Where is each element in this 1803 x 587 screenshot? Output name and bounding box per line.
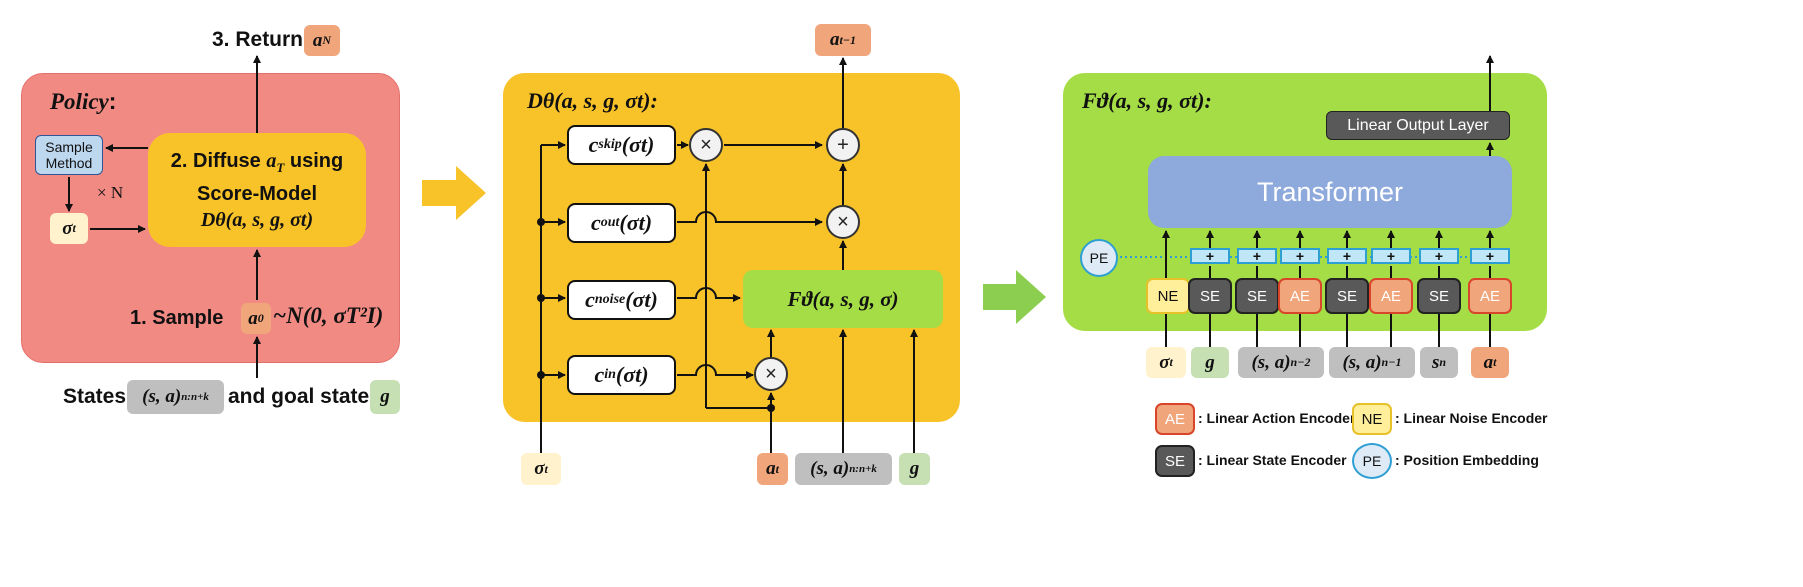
diffuse-box: 2. Diffuse aT using Score-Model Dθ(a, s,… [148,133,366,247]
times-n-label: × N [97,183,124,202]
arrow-to-diffusion [422,166,486,220]
pe-add-2: + [1237,248,1277,264]
pe-add-4: + [1327,248,1367,264]
f-box: Fϑ(a, s, g, σ) [743,270,943,328]
pe-add-3: + [1280,248,1320,264]
sample-distribution: ~N(0, σT²I) [273,303,384,328]
pe-add-5: + [1371,248,1411,264]
diffusion-sa-input: (s, a)n:n+k [795,453,892,485]
legend-ne-tag: NE [1352,403,1392,435]
legend-ae-text: : Linear Action Encoder [1198,410,1356,426]
transformer-block: Transformer [1148,156,1512,228]
goal-token: g [370,380,400,414]
policy-title: Policy: [50,88,117,114]
encoder-ne: NE [1146,278,1190,314]
legend-se-text: : Linear State Encoder [1198,452,1347,468]
sum-node: + [826,128,860,162]
pe-add-1: + [1190,248,1230,264]
diffuse-line-1: 2. Diffuse aT using [170,149,344,175]
encoder-se-4: SE [1417,278,1461,314]
encoder-se-3: SE [1325,278,1369,314]
out-multiply-node: × [826,205,860,239]
legend-ae-tag: AE [1155,403,1195,435]
linear-output-layer: Linear Output Layer [1326,111,1510,140]
model-title: Fϑ(a, s, g, σt): [1082,88,1212,113]
model-input-sa-n2: (s, a)n−2 [1238,347,1324,378]
arrow-to-model [983,270,1046,324]
states-label: States [63,385,127,408]
model-input-sa-n1: (s, a)n−1 [1329,347,1415,378]
diffusion-g-input: g [899,453,930,485]
legend-se-tag: SE [1155,445,1195,477]
states-token: (s, a)n:n+k [127,380,224,414]
encoder-ae-1: AE [1278,278,1322,314]
legend-pe-text: : Position Embedding [1395,452,1539,468]
pe-circle: PE [1080,239,1118,277]
legend-pe-tag: PE [1352,443,1392,479]
encoder-se-1: SE [1188,278,1232,314]
pe-add-7: + [1470,248,1510,264]
encoder-ae-2: AE [1369,278,1413,314]
legend-ne-text: : Linear Noise Encoder [1395,410,1548,426]
encoder-ae-3: AE [1468,278,1512,314]
goal-states-label: and goal states [228,385,381,408]
encoder-se-2: SE [1235,278,1279,314]
pe-add-6: + [1419,248,1459,264]
sample-method-box: Sample Method [35,135,103,175]
skip-multiply-node: × [689,128,723,162]
in-multiply-node: × [754,357,788,391]
model-input-g: g [1191,347,1229,378]
diffuse-line-3: Dθ(a, s, g, σt) [200,208,314,231]
return-label: 3. Return [212,28,304,51]
diffusion-title: Dθ(a, s, g, σt): [527,88,658,113]
sample-label: 1. Sample [130,307,224,329]
diffuse-line-2: Score-Model [196,182,318,205]
